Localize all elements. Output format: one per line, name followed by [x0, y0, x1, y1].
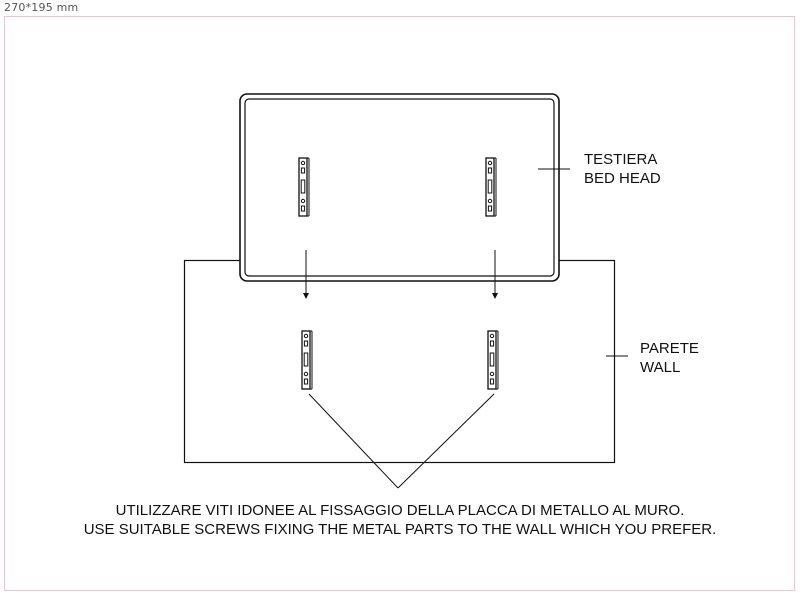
headboard-label-en: BED HEAD [584, 170, 661, 187]
note-pointer-left [308, 393, 399, 489]
instruction-italian: UTILIZZARE VITI IDONEE AL FISSAGGIO DELL… [116, 502, 685, 519]
wall-bracket-left [301, 330, 313, 390]
wall-label-en: WALL [640, 359, 680, 376]
headboard-bracket-left [298, 157, 310, 217]
headboard-outline [239, 93, 560, 282]
headboard-bracket-right [485, 157, 497, 217]
instruction-english: USE SUITABLE SCREWS FIXING THE METAL PAR… [84, 521, 717, 538]
wall-bracket-right [487, 330, 499, 390]
wall-label-it: PARETE [640, 340, 699, 357]
sheet-frame [4, 16, 795, 591]
wall-outline [183, 259, 616, 464]
headboard-label-it: TESTIERA [584, 151, 657, 168]
note-pointer-right [397, 393, 495, 489]
sheet-size-label: 270*195 mm [4, 1, 79, 14]
